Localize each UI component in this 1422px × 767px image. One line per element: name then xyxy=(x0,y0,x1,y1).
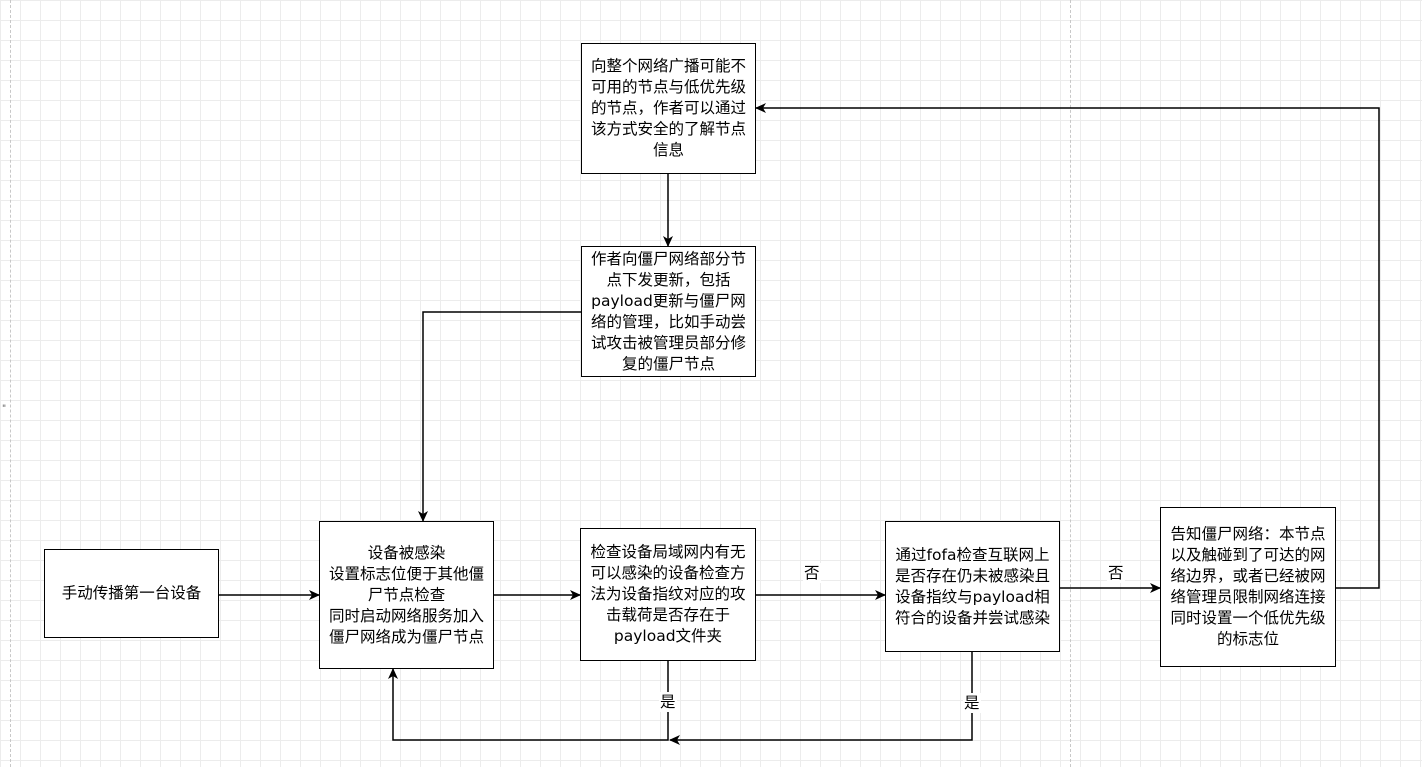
node-author-push-update[interactable]: 作者向僵尸网络部分节点下发更新，包括payload更新与僵尸网络的管理，比如手动… xyxy=(581,246,756,377)
node-check-lan-devices[interactable]: 检查设备局域网内有无可以感染的设备检查方法为设备指纹对应的攻击载荷是否存在于pa… xyxy=(580,528,756,661)
edge-check-lan-yes-to-infected xyxy=(388,661,669,741)
edge-label-no-lan: 否 xyxy=(803,563,821,583)
node-broadcast-unavailable-nodes[interactable]: 向整个网络广播可能不可用的节点与低优先级的节点，作者可以通过该方式安全的了解节点… xyxy=(581,43,756,174)
page-guide-right xyxy=(1070,0,1071,767)
node-check-fofa-internet[interactable]: 通过fofa检查互联网上是否存在仍未被感染且设备指纹与payload相符合的设备… xyxy=(885,521,1060,652)
edge-notify-to-broadcast xyxy=(755,103,1380,589)
node-device-infected[interactable]: 设备被感染 设置标志位便于其他僵尸节点检查 同时启动网络服务加入僵尸网络成为僵尸… xyxy=(319,521,494,669)
node-check-lan-devices-text: 检查设备局域网内有无可以感染的设备检查方法为设备指纹对应的攻击载荷是否存在于pa… xyxy=(590,543,746,645)
edge-check-fofa-yes-to-merge xyxy=(669,652,973,745)
node-notify-botnet-boundary-text: 告知僵尸网络：本节点以及触碰到了可达的网络边界，或者已经被网络管理员限制网络连接… xyxy=(1170,525,1326,648)
node-broadcast-unavailable-nodes-text: 向整个网络广播可能不可用的节点与低优先级的节点，作者可以通过该方式安全的了解节点… xyxy=(590,57,746,159)
node-check-fofa-internet-text: 通过fofa检查互联网上是否存在仍未被感染且设备指纹与payload相符合的设备… xyxy=(894,545,1050,627)
node-device-infected-text: 设备被感染 设置标志位便于其他僵尸节点检查 同时启动网络服务加入僵尸网络成为僵尸… xyxy=(328,543,484,646)
node-manual-spread-first-device[interactable]: 手动传播第一台设备 xyxy=(44,549,219,638)
edge-author-update-to-infected xyxy=(418,311,581,522)
page-guide-left xyxy=(10,0,11,767)
edge-label-no-fofa: 否 xyxy=(1107,563,1125,583)
node-manual-spread-first-device-text: 手动传播第一台设备 xyxy=(61,584,202,602)
node-author-push-update-text: 作者向僵尸网络部分节点下发更新，包括payload更新与僵尸网络的管理，比如手动… xyxy=(590,249,746,373)
edge-label-yes-lan: 是 xyxy=(659,692,677,712)
margin-mark: " xyxy=(2,404,7,414)
edge-label-yes-fofa: 是 xyxy=(963,693,981,713)
node-notify-botnet-boundary[interactable]: 告知僵尸网络：本节点以及触碰到了可达的网络边界，或者已经被网络管理员限制网络连接… xyxy=(1160,507,1336,667)
